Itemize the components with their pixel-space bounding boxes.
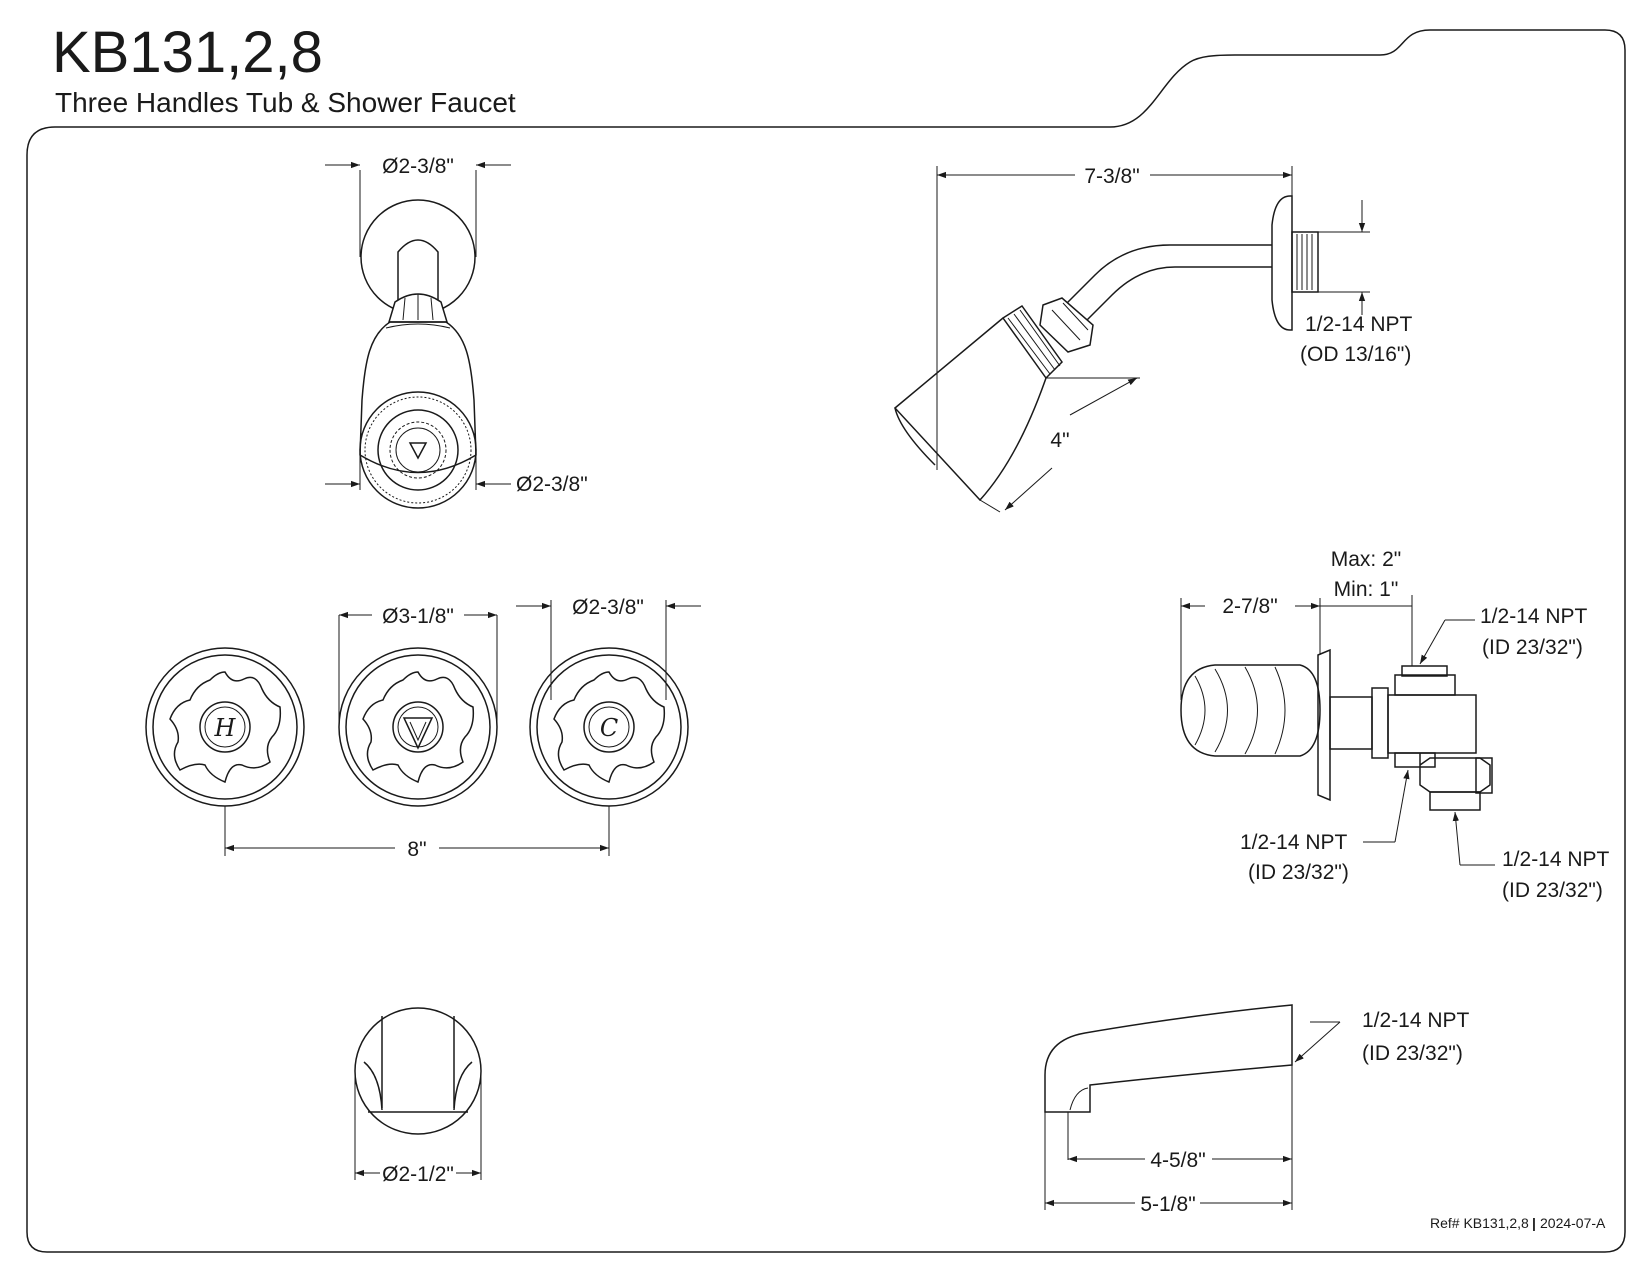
wall-range-min-label: Min: 1" (1334, 578, 1399, 601)
diverter-handle (338, 647, 498, 807)
top-port-id-label: (ID 23/32") (1482, 636, 1583, 659)
valve-side-view: 2-7/8" Max: 2" Min: 1" 1/2-14 NPT (ID 23… (1180, 548, 1610, 902)
bottom-port-thread-label: 1/2-14 NPT (1502, 848, 1610, 871)
frame-border (26, 29, 1626, 1253)
flange-diameter-label: Ø2-3/8" (382, 155, 454, 178)
top-port-thread-label: 1/2-14 NPT (1480, 605, 1588, 628)
model-title: KB131,2,8 (52, 20, 323, 85)
handle-depth-label: 2-7/8" (1222, 595, 1277, 618)
arm-thread-label: 1/2-14 NPT (1305, 313, 1413, 336)
arm-thread-od-label: (OD 13/16") (1300, 343, 1411, 366)
left-port-id-label: (ID 23/32") (1248, 861, 1349, 884)
center-handle-diameter-label: Ø3-1/8" (382, 605, 454, 628)
left-port-thread-label: 1/2-14 NPT (1240, 831, 1348, 854)
bottom-port-id-label: (ID 23/32") (1502, 879, 1603, 902)
cold-handle: C (529, 647, 689, 807)
head-length-label: 4" (1050, 429, 1069, 452)
reference-number: Ref# KB131,2,8 (1430, 1215, 1529, 1231)
spout-reach-label: 4-5/8" (1150, 1149, 1205, 1172)
spout-side-view: 1/2-14 NPT (ID 23/32") 4-5/8" 5-1/8" (1044, 1004, 1470, 1216)
product-subtitle: Three Handles Tub & Shower Faucet (55, 87, 516, 118)
showerhead-front-view: Ø2-3/8" Ø2-3/8" (325, 155, 588, 509)
spout-length-label: 5-1/8" (1140, 1193, 1195, 1216)
spout-id-label: (ID 23/32") (1362, 1042, 1463, 1065)
face-diameter-label: Ø2-3/8" (516, 473, 588, 496)
showerhead-side-view: 7-3/8" 1/2-14 NPT (OD 13/16") 4" (893, 165, 1413, 513)
shower-arm-length-label: 7-3/8" (1084, 165, 1139, 188)
handle-spacing-label: 8" (407, 838, 426, 861)
spout-diameter-label: Ø2-1/2" (382, 1163, 454, 1186)
spout-front-view: Ø2-1/2" (354, 1007, 482, 1186)
side-handle-diameter-label: Ø2-3/8" (572, 596, 644, 619)
handles-front-view: H C Ø3-1/8" Ø2-3/ (145, 596, 701, 861)
hot-mark: H (214, 714, 237, 742)
revision-code: 2024-07-A (1540, 1215, 1606, 1231)
spout-thread-label: 1/2-14 NPT (1362, 1009, 1470, 1032)
cold-mark: C (600, 714, 618, 742)
reference-separator: | (1532, 1215, 1536, 1231)
wall-range-max-label: Max: 2" (1331, 548, 1401, 571)
hot-handle: H (145, 647, 305, 807)
